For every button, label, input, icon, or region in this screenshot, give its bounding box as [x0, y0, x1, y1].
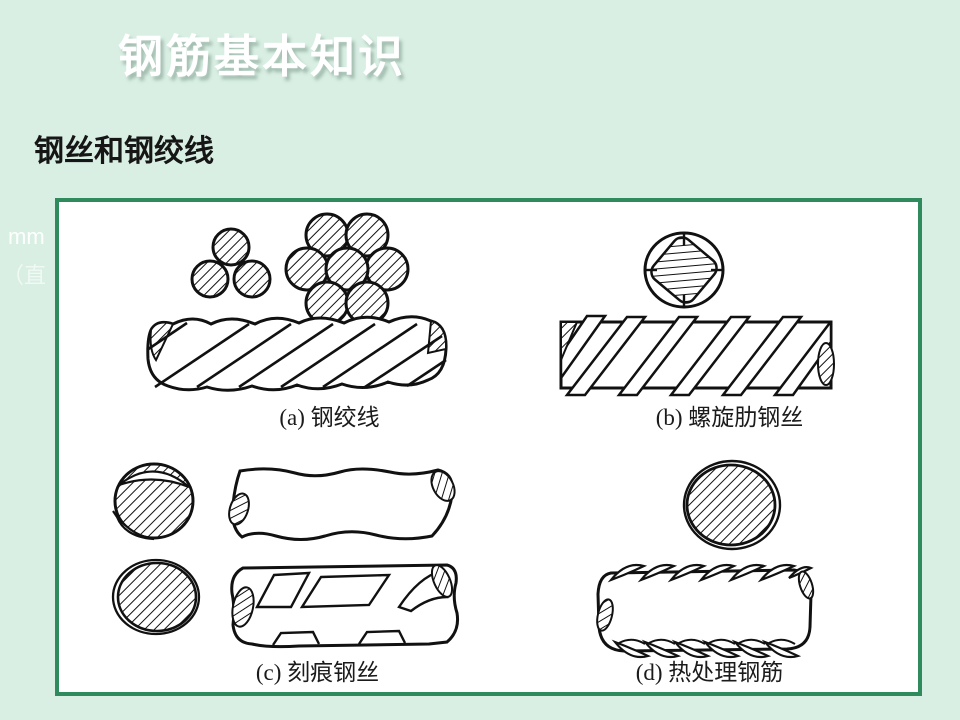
figure-label-b: (b) 螺旋肋钢丝 [655, 405, 804, 430]
indented-wire-side-view-bottom [230, 563, 459, 649]
page-title: 钢筋基本知识 [118, 32, 407, 82]
heat-treated-bar-cross-section [682, 459, 782, 551]
seven-wire-strand-cross-section [284, 212, 410, 326]
panel-a-steel-strand: (a) 钢绞线 [59, 202, 488, 447]
indented-wire-cross-section-bottom [111, 558, 201, 636]
figure-panel: (a) 钢绞线 [55, 198, 922, 696]
three-wire-strand-cross-section [190, 227, 272, 299]
figure-label-c: (c) 刻痕钢丝 [255, 660, 380, 685]
margin-text-fragment-mm: mm [8, 224, 45, 249]
heat-treated-bar-diagram [596, 459, 815, 659]
spiral-rib-wire-diagram [559, 231, 835, 397]
heat-treated-bar-side-view [596, 563, 815, 659]
figure-label-a: (a) 钢绞线 [279, 405, 380, 430]
spiral-rib-wire-side-view [559, 314, 835, 397]
strand-side-view [146, 315, 448, 392]
panel-b-spiral-rib-wire: (b) 螺旋肋钢丝 [489, 202, 918, 447]
figure-label-d: (d) 热处理钢筋 [635, 660, 784, 685]
panel-d-heat-treated-bar: (d) 热处理钢筋 [489, 447, 918, 692]
panel-c-indented-wire: (c) 刻痕钢丝 [59, 447, 488, 692]
margin-text-fragment-zhi: （直 [2, 263, 47, 288]
steel-strand-diagram [146, 212, 448, 392]
indented-wire-side-view-top [228, 467, 456, 541]
indented-wire-diagram [111, 462, 459, 649]
spiral-rib-wire-cross-section [643, 231, 725, 309]
indented-wire-cross-section-top [112, 462, 195, 541]
section-subtitle: 钢丝和钢绞线 [34, 135, 214, 168]
